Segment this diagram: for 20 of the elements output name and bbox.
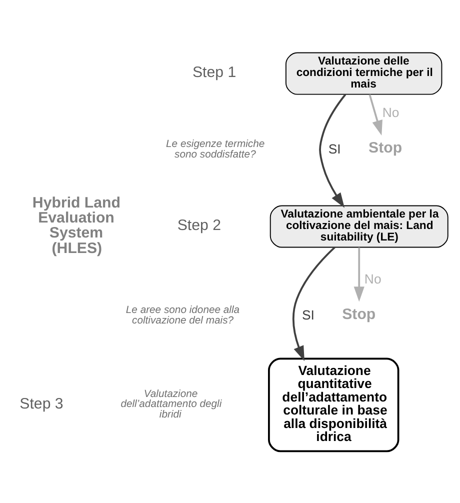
label: Step 3 <box>20 395 64 412</box>
label: Le esigenze termiche sono soddisfatte? <box>166 138 265 160</box>
node-box: Valutazione delle condizioni termiche per il mais <box>285 52 442 94</box>
node-text: Stop <box>342 305 376 322</box>
label: Hybrid Land Evaluation System (HLES) <box>32 194 120 256</box>
node-box: Valutazione ambientale per la coltivazione del mais: Land suitability (LE) <box>270 204 448 248</box>
node-text: Stop <box>368 139 402 156</box>
label: Step 1 <box>192 64 236 81</box>
node-box: Valutazione quantitative dell’adattamento colturale in base alla disponibilità idrica <box>268 357 400 452</box>
label: Le aree sono idonee alla coltivazione del mais? <box>126 304 240 326</box>
edge-label: No <box>364 270 382 286</box>
arrow <box>368 94 382 136</box>
arrow <box>354 246 364 302</box>
edge-label: No <box>382 104 400 120</box>
edge-label: SI <box>328 141 341 156</box>
label: Step 2 <box>177 216 221 234</box>
edge-label: SI <box>302 307 314 322</box>
arrow <box>319 93 346 208</box>
label: Valutazione dell’adattamento degli ibridi <box>120 388 222 420</box>
arrow <box>292 246 336 361</box>
